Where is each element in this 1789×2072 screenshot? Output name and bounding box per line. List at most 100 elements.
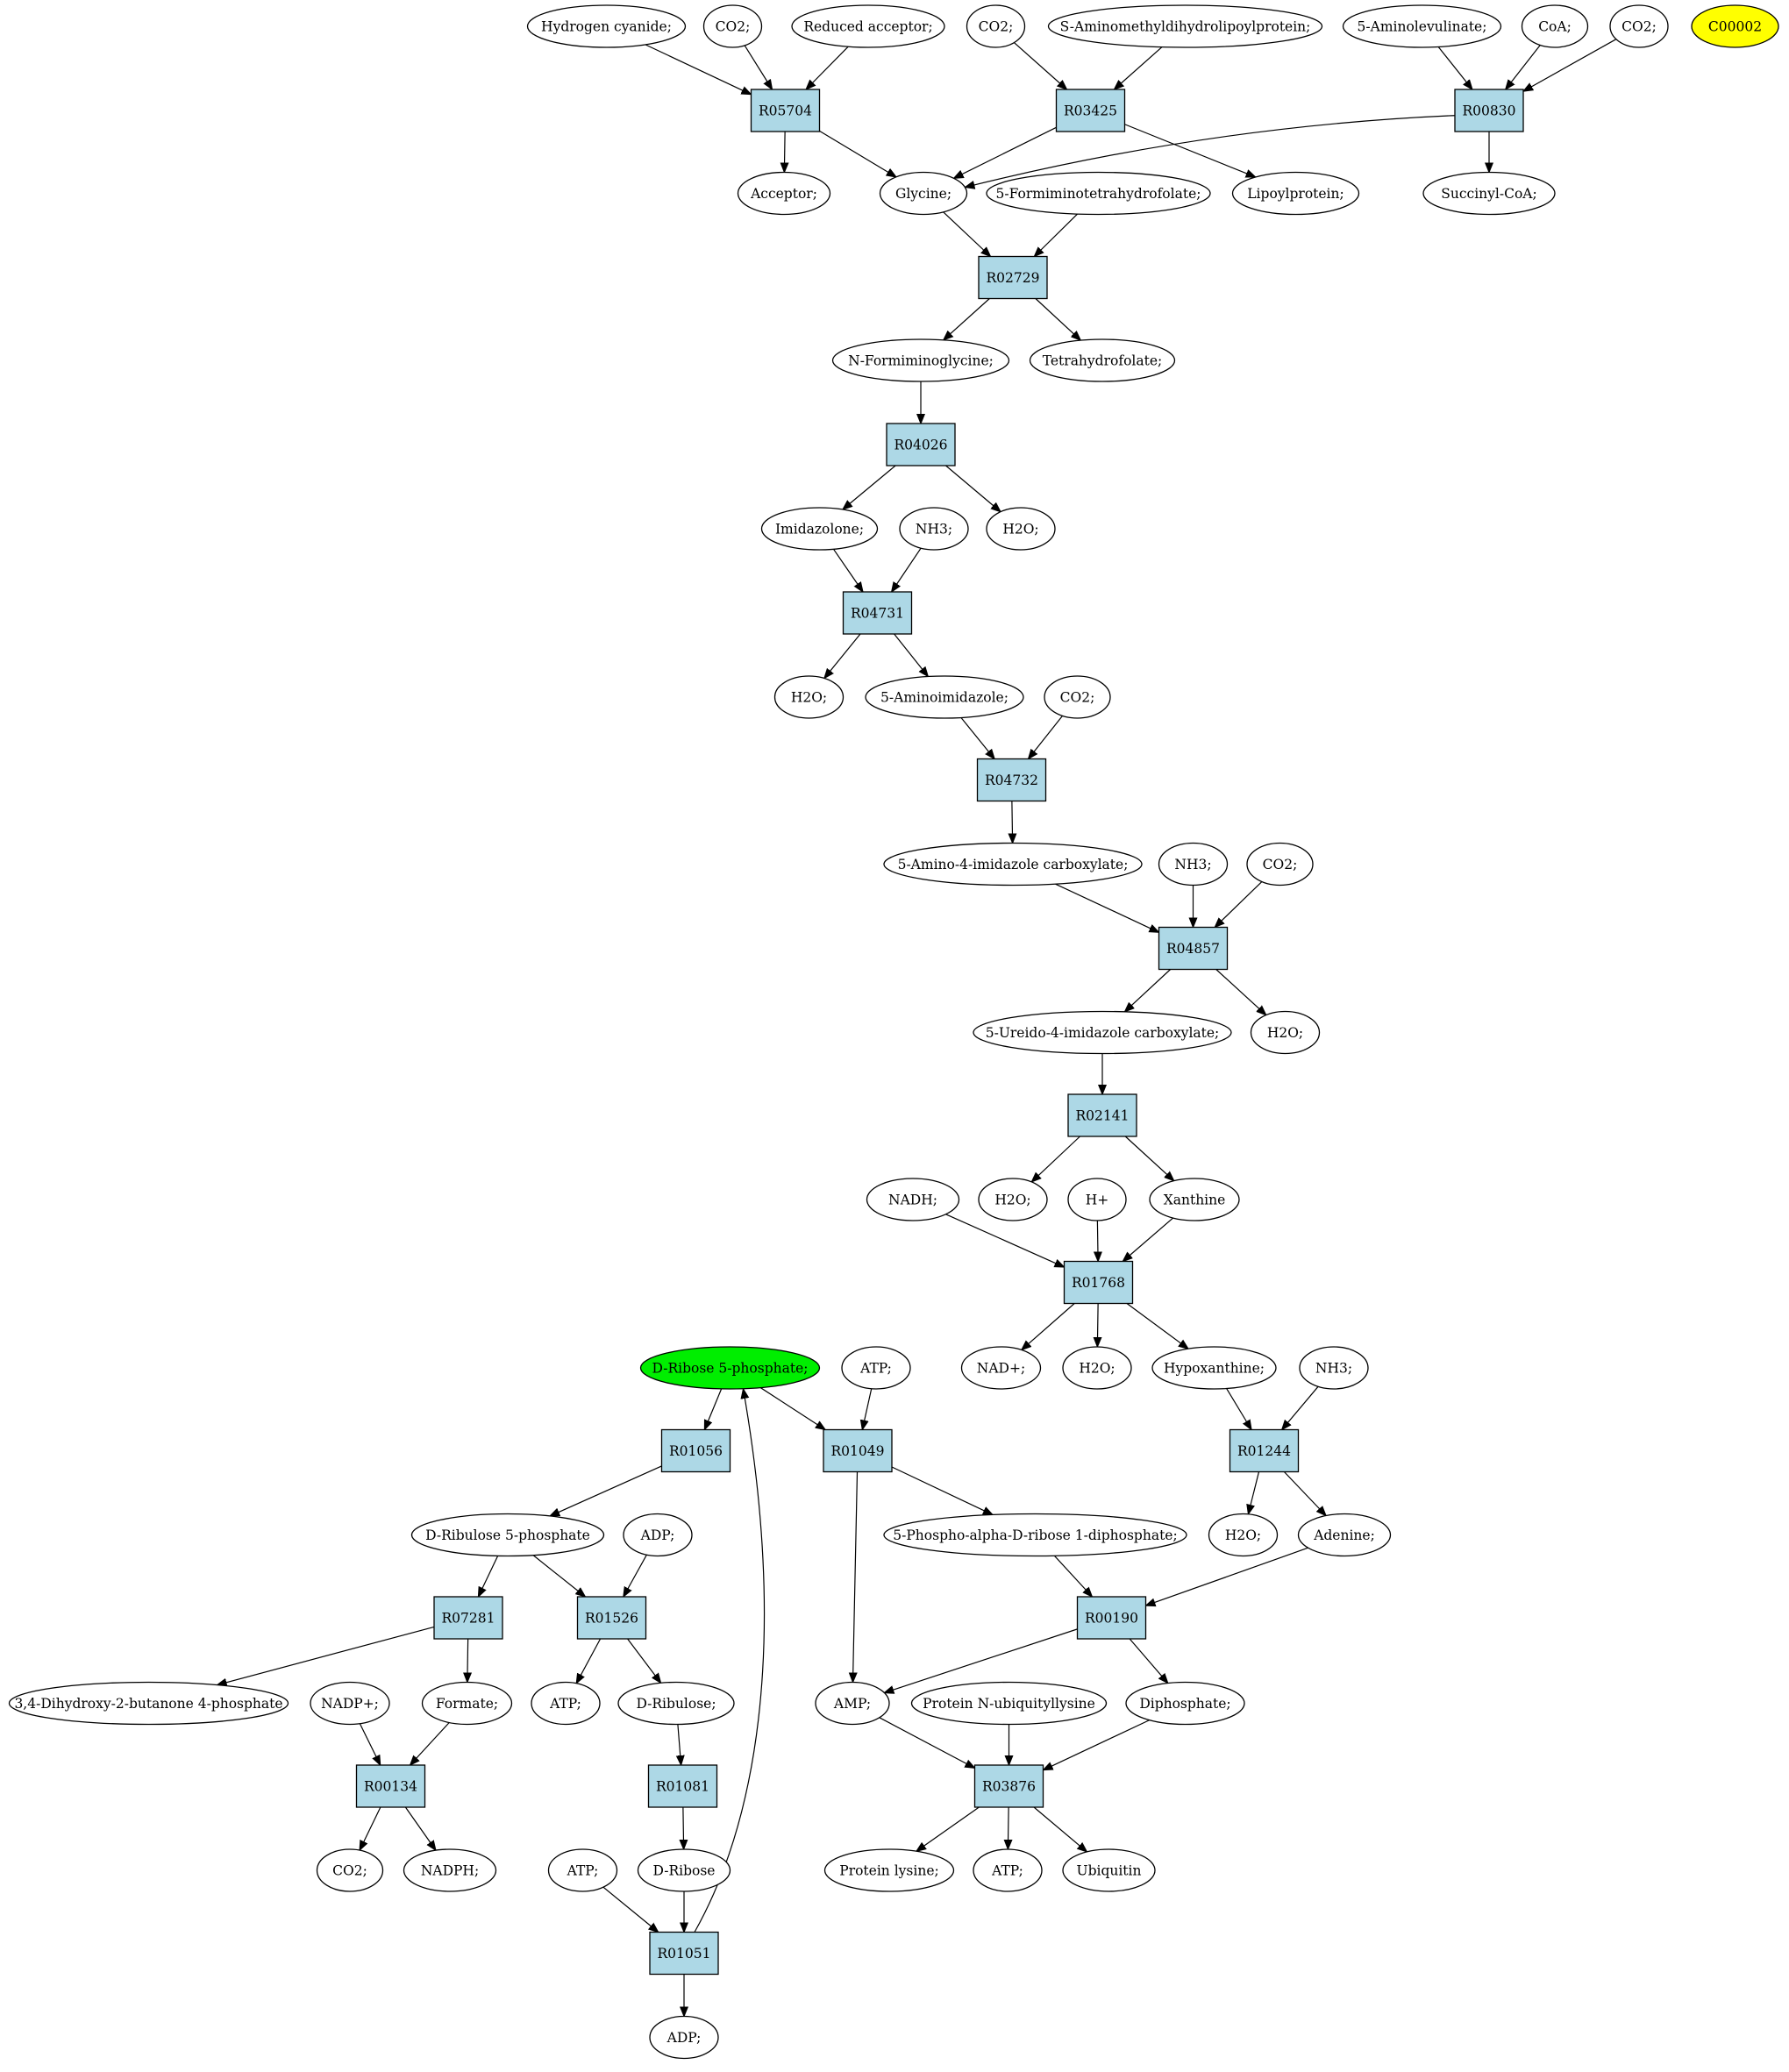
metabolite-ellipse (1231, 171, 1360, 216)
metabolite-ellipse (883, 1513, 1187, 1557)
edge-R04731-to-5ai (894, 633, 929, 677)
metabolite-atp: ATP; (973, 1848, 1043, 1892)
metabolite-d-ribose: D-Ribose (637, 1848, 731, 1892)
metabolite-5-aminoimidazole: 5-Aminoimidazole; (865, 675, 1024, 719)
edge-R01768-to-hypox (1126, 1303, 1188, 1349)
reaction-r05704: R05704 (750, 89, 821, 132)
reaction-r01051: R01051 (649, 1931, 719, 1976)
edge-nadpplus-to-R00134 (359, 1723, 380, 1765)
metabolite-ellipse (815, 1681, 890, 1726)
edge-R07281-to-dhbp (217, 1626, 435, 1684)
metabolite-ellipse (702, 4, 763, 48)
reaction-box (576, 1596, 647, 1640)
metabolite-label: NH3; (1315, 1361, 1352, 1377)
reaction-label: R00830 (1463, 103, 1516, 119)
reaction-box (1063, 1260, 1134, 1305)
metabolite-ellipse (1044, 675, 1111, 719)
reaction-r03876: R03876 (973, 1764, 1044, 1808)
metabolite-glycine: Glycine; (879, 171, 968, 216)
reaction-r00134: R00134 (355, 1764, 426, 1808)
metabolite-ellipse (547, 1848, 618, 1892)
metabolite-label: NADPH; (421, 1863, 479, 1879)
metabolite-label: Xanthine (1164, 1193, 1226, 1208)
edge-R00134-to-co2_f (360, 1806, 381, 1850)
metabolite-ellipse (841, 1346, 911, 1390)
edge-R02141-to-xanthine (1124, 1136, 1173, 1181)
reaction-r04857: R04857 (1158, 926, 1229, 971)
metabolite-hydrogen-cyanide: Hydrogen cyanide; (526, 4, 687, 48)
edge-prpp-to-R00190 (1053, 1555, 1092, 1597)
reaction-box (1158, 926, 1229, 971)
edge-R04026-to-imid (843, 465, 896, 509)
metabolite-formate: Formate; (421, 1681, 513, 1726)
metabolite-ellipse (1342, 4, 1502, 48)
metabolite-label: H2O; (791, 690, 827, 706)
reaction-r07281: R07281 (433, 1596, 503, 1640)
reaction-r01526: R01526 (576, 1596, 647, 1640)
reaction-label: R01768 (1072, 1275, 1125, 1291)
edge-R05704-to-acceptor (784, 131, 785, 173)
metabolite-label: H2O; (1079, 1361, 1115, 1377)
metabolite-label: Succinyl-CoA; (1441, 186, 1536, 202)
edge-R03876-to-plys (916, 1806, 980, 1851)
metabolite-ellipse (760, 507, 879, 551)
metabolite-label: ADP; (666, 2030, 702, 2046)
reaction-label: R00134 (364, 1779, 417, 1795)
reaction-box (823, 1428, 893, 1473)
metabolite-co2: CO2; (966, 4, 1026, 48)
edge-adp_a-to-R01526 (624, 1554, 647, 1597)
metabolite-label: Hydrogen cyanide; (541, 19, 672, 35)
metabolite-label: D-Ribose 5-phosphate; (652, 1361, 809, 1377)
metabolite-h2o: H2O; (1208, 1513, 1279, 1557)
edge-R04732-to-5a4ic (1012, 801, 1013, 844)
reaction-box (1229, 1428, 1300, 1473)
metabolite-ellipse (1246, 842, 1314, 886)
metabolite-protein-n-ubiquityllysine: Protein N-ubiquityllysine (910, 1681, 1108, 1726)
reaction-box (647, 1764, 718, 1808)
edge-xanthine-to-R01768 (1123, 1217, 1173, 1261)
edge-amp-to-R03876 (879, 1717, 975, 1769)
metabolite-label: CO2; (1263, 857, 1298, 872)
reaction-label: R01526 (585, 1611, 638, 1627)
reaction-label: R02729 (987, 270, 1040, 286)
edge-R04731-to-h2o_b (824, 633, 861, 679)
metabolite-acceptor: Acceptor; (737, 171, 831, 216)
edge-R04857-to-5u4ic (1124, 969, 1172, 1012)
metabolite-ellipse (883, 842, 1143, 886)
metabolite-ellipse (1062, 1848, 1156, 1892)
edge-hcn-to-R05704 (645, 44, 752, 95)
edge-R01526-to-dribulose (627, 1638, 661, 1683)
edge-R01049-to-prpp (891, 1466, 993, 1514)
metabolite-co2: CO2; (702, 4, 763, 48)
metabolite-ellipse (973, 1010, 1232, 1055)
metabolite-h2o: H2O; (1250, 1010, 1321, 1055)
reaction-r04026: R04026 (886, 423, 956, 466)
metabolite-coa: CoA; (1521, 4, 1589, 48)
reaction-box (842, 591, 913, 635)
metabolite-ellipse (1521, 4, 1589, 48)
metabolite-s-aminomethyldihydrolipoylprotein: S-Aminomethyldihydrolipoylprotein; (1047, 4, 1323, 48)
metabolite-label: H+ (1086, 1193, 1109, 1208)
reaction-r01056: R01056 (660, 1428, 731, 1473)
metabolite-label: H2O; (1225, 1527, 1261, 1543)
metabolite-ellipse (986, 507, 1056, 551)
metabolite-label: 5-Amino-4-imidazole carboxylate; (898, 857, 1129, 872)
metabolite-ellipse (8, 1681, 289, 1726)
metabolite-label: CO2; (716, 19, 751, 35)
metabolite-d-ribulose: D-Ribulose; (617, 1681, 735, 1726)
metabolite-nadh: NADH; (866, 1178, 960, 1221)
metabolite-ellipse (1208, 1513, 1279, 1557)
reaction-box (978, 255, 1048, 300)
edge-R02729-to-thf (1035, 298, 1080, 341)
metabolite-adp: ADP; (649, 2015, 719, 2060)
metabolite-amp: AMP; (815, 1681, 890, 1726)
metabolite-ellipse (910, 1681, 1108, 1726)
edge-R01244-to-adenine (1283, 1471, 1326, 1516)
metabolite-label: ATP; (859, 1361, 892, 1377)
reaction-r01049: R01049 (823, 1428, 893, 1473)
edge-R03876-to-ubiq (1033, 1806, 1087, 1852)
edge-R04026-to-h2o_a (945, 465, 1001, 512)
edge-formate-to-R00134 (410, 1722, 450, 1765)
edge-hypox-to-R01244 (1226, 1388, 1251, 1430)
metabolite-ellipse (526, 4, 687, 48)
